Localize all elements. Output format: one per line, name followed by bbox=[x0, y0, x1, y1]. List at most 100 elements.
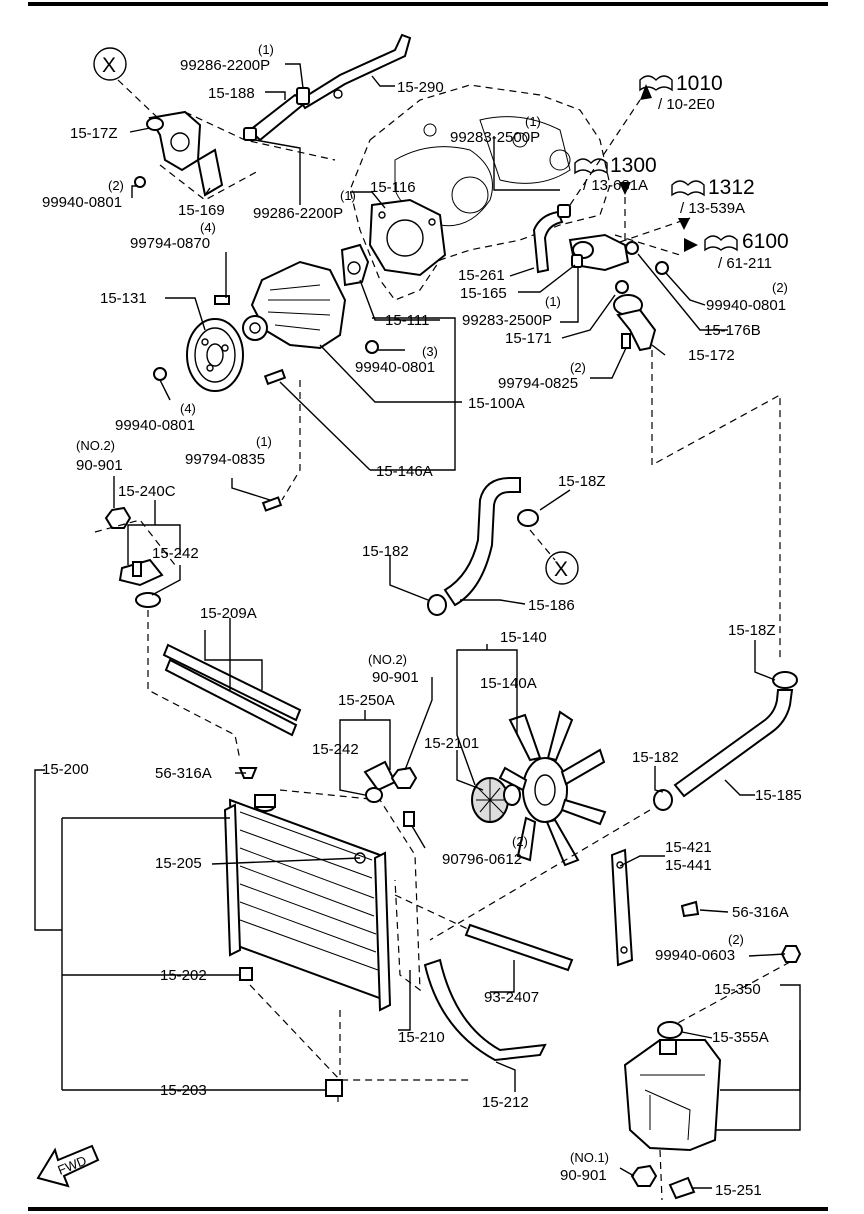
part-labels: (1) 99286-2200P 15-290 15-188 15-17Z (2)… bbox=[42, 42, 802, 1199]
label-15-165: 15-165 bbox=[460, 285, 507, 302]
label-15-202: 15-202 bbox=[160, 967, 207, 984]
x-reference-top: X bbox=[102, 54, 116, 77]
drain-plug-15-203 bbox=[325, 1079, 343, 1097]
radiator-cap-15-202 bbox=[239, 967, 253, 981]
label-1300: 1300 bbox=[610, 154, 657, 177]
nut-99940-0801-c bbox=[365, 340, 379, 354]
label-15-185: 15-185 bbox=[755, 787, 802, 804]
label-15-18z-b: 15-18Z bbox=[728, 622, 776, 639]
label-6100-ref: / 61-211 bbox=[718, 255, 772, 272]
label-15-212: 15-212 bbox=[482, 1094, 529, 1111]
book-icon-1300 bbox=[574, 158, 608, 175]
book-icon-6100 bbox=[704, 235, 738, 252]
label-15-172: 15-172 bbox=[688, 347, 735, 364]
plate-15-111 bbox=[340, 243, 370, 287]
outlet-hose-15-261 bbox=[532, 210, 564, 274]
label-1312: 1312 bbox=[708, 176, 755, 199]
overflow-hose-93-2407 bbox=[464, 923, 574, 972]
label-90796-0612-qty: (2) bbox=[512, 834, 528, 849]
label-15-171: 15-171 bbox=[505, 330, 552, 347]
cushion-15-242-b bbox=[365, 787, 383, 803]
nut-90-901-c bbox=[630, 1164, 658, 1187]
bolt-99794-0835 bbox=[261, 496, 283, 512]
label-99940-0801-c: 99940-0801 bbox=[355, 359, 435, 376]
label-99794-0870-qty: (4) bbox=[200, 220, 216, 235]
book-icon-1312 bbox=[671, 180, 705, 197]
hose-band-15-18z-b bbox=[772, 671, 798, 689]
label-56-316a-a: 56-316A bbox=[155, 765, 212, 782]
label-93-2407: 93-2407 bbox=[484, 989, 539, 1006]
x-reference-mid: X bbox=[554, 558, 568, 581]
label-15-261: 15-261 bbox=[458, 267, 505, 284]
pulley-15-131 bbox=[186, 318, 244, 392]
water-pump-15-100a bbox=[242, 260, 347, 350]
label-15-251: 15-251 bbox=[715, 1182, 762, 1199]
label-15-209a: 15-209A bbox=[200, 605, 257, 622]
label-15-116: 15-116 bbox=[370, 179, 416, 196]
nut-99940-0801-a bbox=[134, 176, 146, 188]
label-99286-2200p-top: 99286-2200P bbox=[180, 57, 270, 74]
label-99283-2500p-b: 99283-2500P bbox=[462, 312, 552, 329]
label-15-186: 15-186 bbox=[528, 597, 575, 614]
fan-clutch-15-2101 bbox=[471, 777, 521, 823]
label-99286-2200p-b: 99286-2200P bbox=[253, 205, 343, 222]
bolt-99794-0825 bbox=[621, 333, 631, 349]
label-15-18z-a: 15-18Z bbox=[558, 473, 606, 490]
cushion-15-242-a bbox=[135, 592, 161, 608]
label-15-182-a: 15-182 bbox=[362, 543, 409, 560]
x-reference-mid-circle bbox=[545, 551, 579, 585]
label-90-901-c-qty: (NO.1) bbox=[570, 1150, 609, 1165]
cooling-fan-15-140a bbox=[498, 710, 607, 867]
arrow-ref-1010 bbox=[640, 84, 652, 100]
clamp-99286-2200p-b bbox=[243, 127, 257, 141]
label-15-131: 15-131 bbox=[100, 290, 147, 307]
label-56-316a-b: 56-316A bbox=[732, 904, 789, 921]
label-15-176b: 15-176B bbox=[704, 322, 761, 339]
bottom-rule bbox=[28, 1207, 828, 1211]
label-6100: 6100 bbox=[742, 230, 789, 253]
water-pump-gasket-15-116 bbox=[368, 198, 447, 277]
label-99283-2500p-a-qty: (1) bbox=[525, 114, 541, 129]
label-99940-0801-a-qty: (2) bbox=[108, 178, 124, 193]
label-90-901-b: 90-901 bbox=[372, 669, 419, 686]
clamp-99283-2500p-b bbox=[571, 254, 583, 268]
label-99940-0801-c-qty: (3) bbox=[422, 344, 438, 359]
label-15-421: 15-421 bbox=[665, 839, 712, 856]
label-99940-0801-b: 99940-0801 bbox=[706, 297, 786, 314]
stud-15-146a bbox=[263, 368, 287, 386]
label-15-182-b: 15-182 bbox=[632, 749, 679, 766]
label-99940-0801-d: 99940-0801 bbox=[115, 417, 195, 434]
label-15-441: 15-441 bbox=[665, 857, 712, 874]
bracket-15-251 bbox=[668, 1176, 696, 1200]
label-99940-0603: 99940-0603 bbox=[655, 947, 735, 964]
label-15-111: 15-111 bbox=[385, 312, 429, 329]
label-90-901-c: 90-901 bbox=[560, 1167, 607, 1184]
label-15-2101: 15-2101 bbox=[424, 735, 479, 752]
tank-bracket-15-421 bbox=[610, 848, 634, 967]
sensor-15-176b bbox=[625, 241, 639, 255]
label-99940-0801-b-qty: (2) bbox=[772, 280, 788, 295]
label-15-250a: 15-250A bbox=[338, 692, 395, 709]
nut-90-901-a bbox=[104, 506, 132, 529]
label-99286-2200p-top-qty: (1) bbox=[258, 42, 274, 57]
arrow-ref-1300 bbox=[619, 182, 631, 195]
leader-lines bbox=[34, 63, 801, 1189]
label-15-355a: 15-355A bbox=[712, 1029, 769, 1046]
upper-hose-15-186 bbox=[443, 477, 521, 607]
fan-shroud-15-210 bbox=[279, 789, 421, 992]
label-90-901-b-qty: (NO.2) bbox=[368, 652, 407, 667]
grommet-56-316a-a bbox=[238, 767, 258, 779]
label-99940-0801-d-qty: (4) bbox=[180, 401, 196, 416]
fwd-label: FWD bbox=[56, 1153, 89, 1178]
bypass-pipe-15-290 bbox=[298, 33, 412, 110]
clamp-99283-2500p-a bbox=[557, 204, 571, 218]
label-15-140a: 15-140A bbox=[480, 675, 537, 692]
clamp-15-182-a bbox=[427, 594, 447, 616]
label-15-169: 15-169 bbox=[178, 202, 225, 219]
nut-90-901-b bbox=[390, 766, 418, 789]
label-15-290: 15-290 bbox=[397, 79, 444, 96]
tank-cap-15-355a bbox=[657, 1021, 683, 1039]
label-99794-0825-qty: (2) bbox=[570, 360, 586, 375]
nut-99940-0801-d bbox=[153, 367, 167, 381]
